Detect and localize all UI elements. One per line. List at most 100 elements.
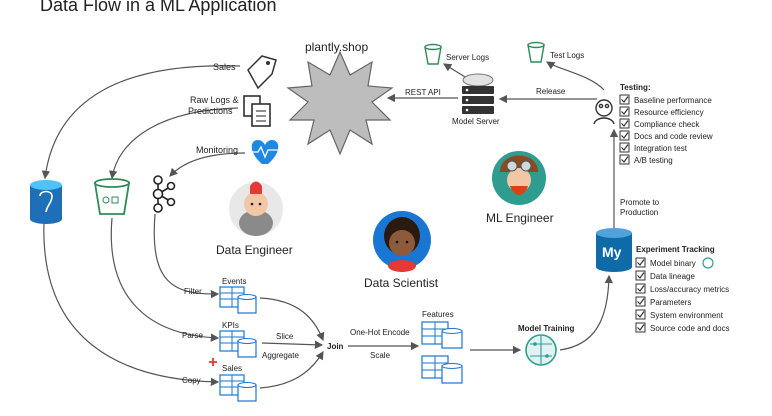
events-label: Events [222, 277, 246, 286]
filter-label: Filter [184, 287, 202, 296]
sales-table-label: Sales [222, 364, 242, 373]
checkmark-icon [621, 132, 629, 139]
features-table-icon [421, 321, 463, 384]
experiment-title: Experiment Tracking [636, 245, 715, 254]
shop-label: plantly.shop [305, 40, 368, 54]
checkmark-icon [637, 324, 645, 331]
experiment-item: System environment [650, 311, 724, 320]
brain-icon [702, 257, 714, 269]
release-label: Release [536, 87, 566, 96]
data-scientist-label: Data Scientist [364, 276, 439, 290]
aggregate-label: Aggregate [262, 351, 299, 360]
heart-monitor-icon [251, 140, 279, 164]
experiment-item: Parameters [650, 298, 691, 307]
testing-title: Testing: [620, 83, 651, 92]
arrow-test-logs [545, 61, 605, 91]
slice-label: Slice [276, 332, 294, 341]
checkbox-icon [635, 296, 646, 307]
sales-source-label: Sales [213, 62, 236, 72]
arrow-sales-join [259, 350, 324, 389]
checkbox-icon [635, 309, 646, 320]
server-logs-label: Server Logs [446, 53, 489, 62]
testing-item: Docs and code review [634, 132, 713, 141]
checkbox-icon [619, 94, 630, 105]
checkmark-icon [621, 96, 629, 103]
server-logs-bucket-icon [424, 43, 442, 65]
checkmark-icon [621, 144, 629, 151]
rest-api-label: REST API [405, 88, 441, 97]
checkmark-icon [637, 259, 645, 266]
checkbox-icon [635, 283, 646, 294]
kpis-label: KPIs [222, 321, 239, 330]
test-logs-label: Test Logs [550, 51, 584, 60]
promote-label-2: Production [620, 208, 658, 217]
checkmark-icon [637, 311, 645, 318]
model-server-icon [462, 73, 494, 114]
checkbox-icon [619, 118, 630, 129]
arrow-monitoring-to-kafka [169, 152, 246, 177]
documents-icon [243, 95, 271, 127]
model-training-label: Model Training [518, 324, 575, 333]
kafka-icon [152, 175, 176, 213]
data-engineer-label: Data Engineer [216, 243, 293, 257]
test-logs-bucket-icon [527, 41, 545, 63]
experiment-item: Model binary [650, 259, 696, 268]
experiment-checklist: Model binary Data lineage Loss/accuracy … [635, 257, 730, 333]
mysql-database-icon: My [596, 228, 632, 272]
raw-logs-label-2: Predictions [188, 106, 233, 116]
arrow-training-to-tracking [559, 274, 614, 351]
checkmark-icon [637, 298, 645, 305]
postgres-database-icon [30, 180, 62, 224]
arrow-db-copy [43, 221, 220, 387]
monitoring-label: Monitoring [196, 145, 238, 155]
mysql-logo-text: My [602, 244, 622, 260]
checkbox-icon [619, 142, 630, 153]
testing-checklist: Baseline performance Resource efficiency… [619, 94, 713, 165]
testing-item: Integration test [634, 144, 688, 153]
checkbox-icon [619, 130, 630, 141]
checkmark-icon [621, 156, 629, 163]
checkbox-icon [619, 154, 630, 165]
experiment-item: Loss/accuracy metrics [650, 285, 729, 294]
testing-item: Resource efficiency [634, 108, 704, 117]
copy-label: Copy [182, 376, 201, 385]
join-label: Join [327, 342, 344, 351]
kpis-table-icon [219, 330, 257, 358]
checkmark-icon [621, 108, 629, 115]
diagram-title: Data Flow in a ML Application [40, 0, 276, 15]
ml-engineer-label: ML Engineer [486, 211, 554, 225]
checkmark-icon [637, 285, 645, 292]
checkbox-icon [635, 322, 646, 333]
experiment-item: Data lineage [650, 272, 695, 281]
storage-bucket-icon [93, 178, 131, 215]
arrow-logs-to-bucket [108, 107, 239, 180]
neural-brain-icon [525, 334, 557, 366]
arrow-events-join [259, 297, 325, 342]
testing-item: Baseline performance [634, 96, 712, 105]
events-table-icon [219, 286, 257, 314]
checkbox-icon [619, 106, 630, 117]
tester-person-icon [593, 99, 615, 125]
plantly-shop-burst-icon [286, 50, 394, 156]
raw-logs-label-1: Raw Logs & [190, 95, 239, 105]
checkbox-icon [635, 270, 646, 281]
parse-label: Parse [182, 331, 203, 340]
one-hot-label: One-Hot Encode [350, 328, 410, 337]
testing-item: Compliance check [634, 120, 700, 129]
checkmark-icon [621, 120, 629, 127]
sales-tag-icon [247, 55, 277, 90]
ml-engineer-avatar [492, 151, 546, 205]
checkbox-icon [635, 257, 646, 268]
sales-table-icon [219, 374, 257, 402]
arrow-kafka-filter [153, 213, 220, 299]
testing-item: A/B testing [634, 156, 673, 165]
data-engineer-avatar [229, 181, 283, 236]
experiment-item: Source code and docs [650, 324, 730, 333]
arrow-kpis-join [261, 340, 324, 349]
promote-label-1: Promote to [620, 198, 660, 207]
data-scientist-avatar [373, 211, 431, 272]
arrow-sales-to-db [41, 65, 241, 180]
checkmark-icon [637, 272, 645, 279]
